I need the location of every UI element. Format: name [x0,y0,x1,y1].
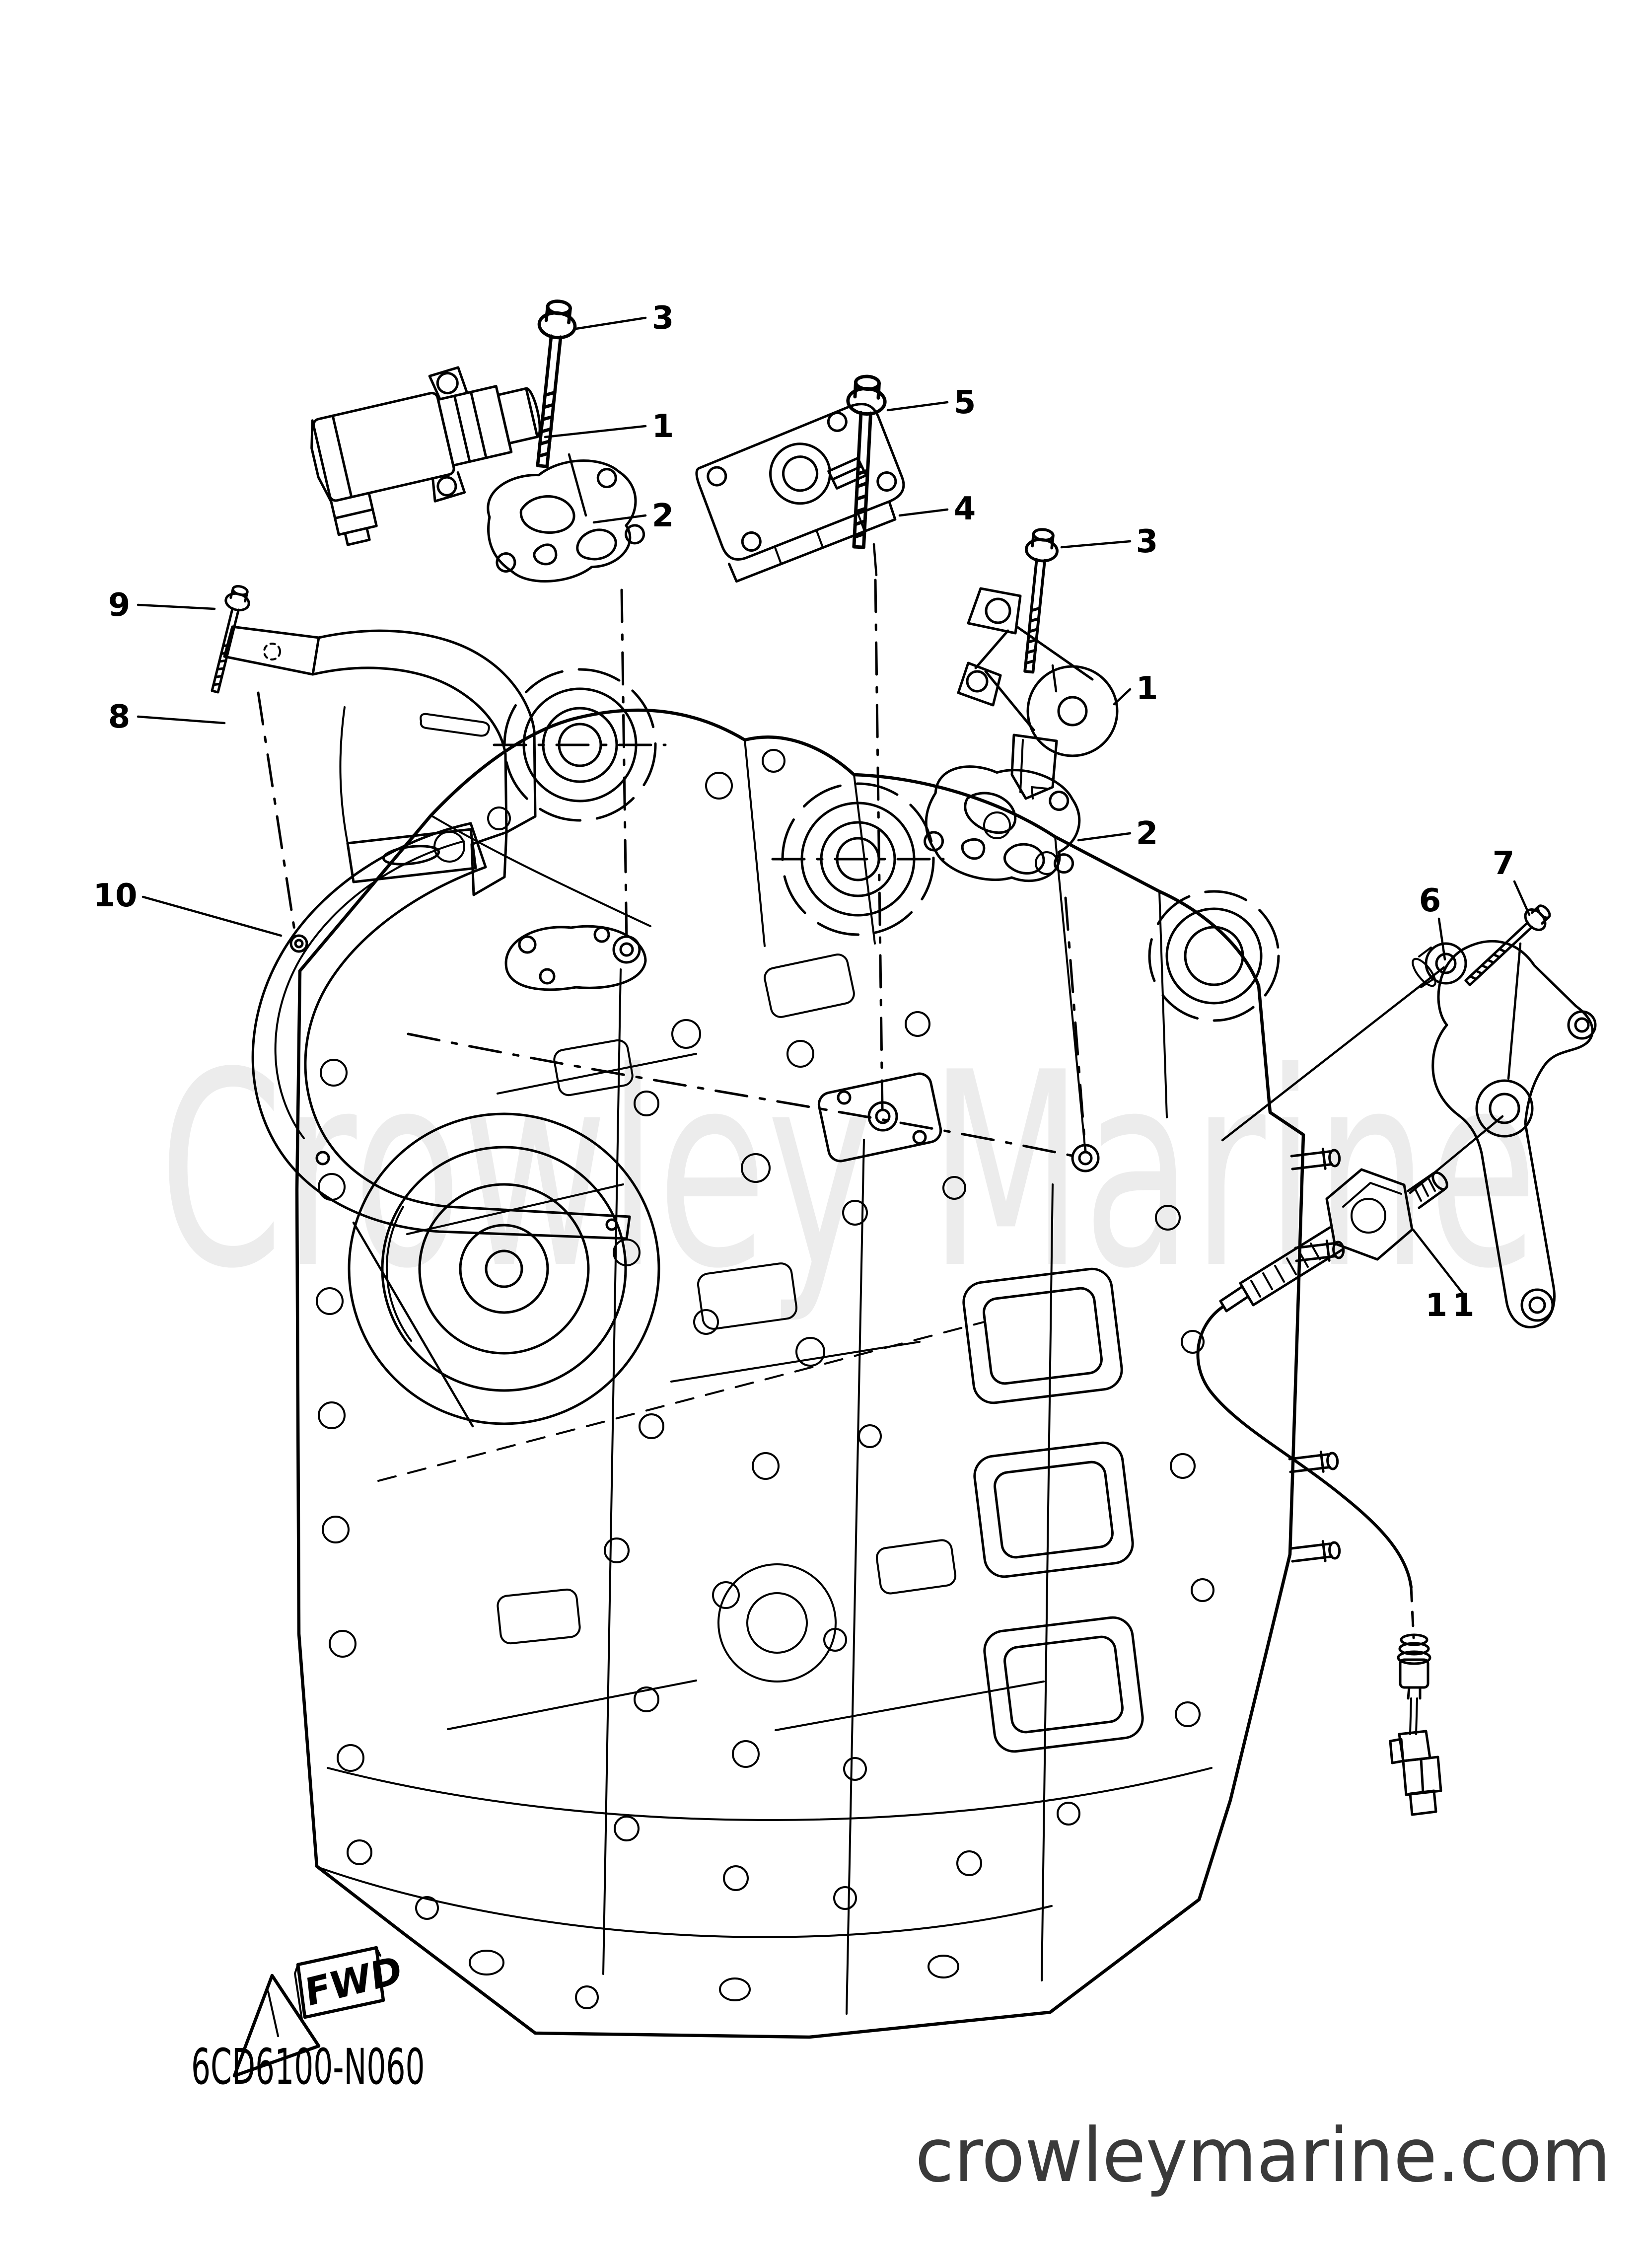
gasket-2-right [915,750,1092,899]
callout-9: 9 [108,587,131,624]
cable-connector [1389,1633,1442,1816]
bolt-7 [1460,900,1555,991]
block-bosses [469,953,959,2001]
part-1-solenoid-right [957,587,1119,800]
cover-4 [695,403,905,583]
callout-3-right: 3 [1136,523,1158,560]
block-exhaust-ports [962,1267,1144,1753]
block-crankcase-bore [348,1112,660,1425]
footer-site-text: crowleymarine.com [915,2112,1611,2199]
drawing-code: 6CD6100-N060 [191,2039,425,2096]
callout-2-right: 2 [1136,815,1158,852]
engine-block-drawing [295,668,1345,2039]
gasket-2-left [480,453,648,589]
part-1-solenoid-left [310,366,541,546]
block-ribs [317,739,1213,2015]
callout-1-right: 1 [1136,670,1158,707]
callout-3-top: 3 [652,300,674,337]
watermark-text: Crowley Marine [159,1016,1538,1328]
callout-8: 8 [108,699,131,735]
bracket-6 [1412,940,1597,1328]
callout-leaders [137,316,1531,1299]
bracket-8 [223,625,537,896]
callout-5: 5 [954,384,976,421]
block-top-towers [493,668,1280,1022]
plate-10 [251,822,631,1240]
callout-6: 6 [1419,882,1441,919]
sensor-11 [1219,1168,1448,1313]
callout-2-top: 2 [652,498,674,534]
callout-4: 4 [954,491,976,527]
callout-10: 10 [93,878,137,914]
callout-1-top: 1 [652,408,674,445]
bolt-3-top [524,299,577,468]
callout-11: 11 [1425,1287,1479,1324]
callout-7: 7 [1493,845,1515,882]
callout-numbers: 3 1 2 5 4 3 1 2 9 8 10 6 7 11 [93,300,1514,1324]
sensor-cable [1196,1306,1415,1639]
